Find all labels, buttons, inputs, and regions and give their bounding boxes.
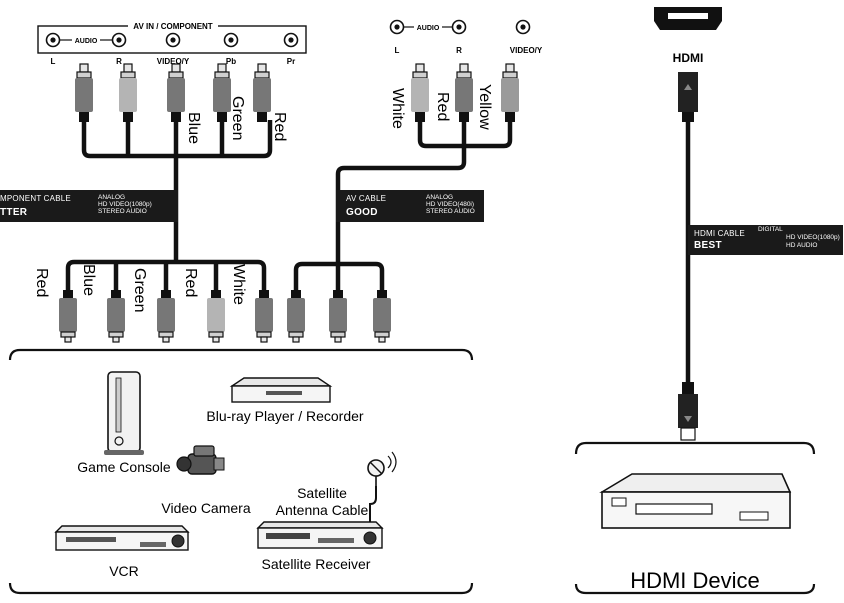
- label-blue-top: Blue: [185, 112, 202, 144]
- plug-av-2-bottom: [328, 289, 348, 343]
- component-cable-name: MPONENT CABLE: [0, 194, 71, 203]
- satellite-cable-label-1: Satellite: [297, 485, 347, 501]
- component-spec-2: HD VIDEO(1080p): [98, 201, 152, 208]
- plug-av-1-bottom: [286, 289, 306, 343]
- satellite-dish-icon: [367, 451, 397, 526]
- hdmi-cable-name: HDMI CABLE: [694, 229, 745, 238]
- label-green-top: Green: [229, 96, 246, 140]
- hdmi-cable-rating: BEST: [694, 240, 722, 251]
- av-jack-label-r: R: [456, 46, 462, 55]
- plug-white-top: [410, 63, 430, 123]
- jack-label-video-y: VIDEO/Y: [157, 57, 190, 66]
- label-yellow-top: Yellow: [476, 84, 493, 130]
- label-red-top: Red: [271, 112, 288, 141]
- component-spec-3: STEREO AUDIO: [98, 208, 147, 215]
- av-input-panel: AUDIO L R VIDEO/Y: [389, 19, 543, 55]
- av-component-input-panel: AV IN / COMPONENT AUDIO L R VIDEO/Y Pb P…: [37, 20, 307, 66]
- plug-audio-r-top: [118, 63, 138, 123]
- plug-blue-bottom: [106, 289, 126, 343]
- label-green-bottom: Green: [131, 268, 148, 312]
- component-cable-band: MPONENT CABLE TTER ANALOG HD VIDEO(1080p…: [0, 190, 178, 222]
- bluray-player-icon: [229, 377, 333, 403]
- satellite-cable-label-2: Antenna Cable: [276, 502, 369, 518]
- plug-yellow-top: [500, 63, 520, 123]
- satellite-receiver-label: Satellite Receiver: [262, 556, 371, 572]
- plug-green-bottom: [156, 289, 176, 343]
- av-jack-video: [515, 19, 531, 35]
- satellite-receiver-icon: [256, 521, 384, 549]
- jack-video-y: [165, 32, 181, 48]
- plug-red-top: [252, 63, 272, 123]
- jack-label-l: L: [51, 57, 56, 66]
- component-spec-1: ANALOG: [98, 194, 126, 201]
- label-white-top: White: [389, 88, 406, 129]
- jack-pb: [223, 32, 239, 48]
- av-jack-label-video: VIDEO/Y: [510, 46, 543, 55]
- panel-title: AV IN / COMPONENT: [133, 22, 213, 31]
- jack-audio-r: [111, 32, 127, 48]
- label-white-bottom: White: [230, 264, 247, 305]
- av-spec-3: STEREO AUDIO: [426, 208, 475, 215]
- av-jack-r: [451, 19, 467, 35]
- plug-white-bottom: [254, 289, 274, 343]
- hdmi-device-label: HDMI Device: [630, 568, 760, 593]
- plug-red-audio-bottom: [206, 289, 226, 343]
- av-jack-l: [389, 19, 405, 35]
- video-camera-icon: [176, 445, 225, 475]
- av-spec-2: HD VIDEO(480i): [426, 201, 475, 208]
- av-plug-group-top: [410, 63, 520, 123]
- jack-pr: [283, 32, 299, 48]
- jack-label-r: R: [116, 57, 122, 66]
- game-console-icon: [104, 371, 144, 455]
- av-cable-rating: GOOD: [346, 207, 378, 218]
- label-red-bottom: Red: [33, 268, 50, 297]
- device-side-wires: [65, 259, 385, 290]
- audio-label: AUDIO: [75, 38, 98, 45]
- hdmi-port: HDMI: [654, 7, 722, 65]
- hdmi-spec-1: DIGITAL: [758, 226, 783, 233]
- device-bracket-right: [574, 441, 816, 595]
- game-console-label: Game Console: [77, 459, 171, 475]
- label-red2-bottom: Red: [182, 268, 199, 297]
- device-bracket-left: [8, 348, 474, 595]
- hdmi-spec-2: HD VIDEO(1080p): [786, 234, 840, 241]
- jack-label-pb: Pb: [226, 57, 236, 66]
- hdmi-port-label: HDMI: [673, 51, 704, 65]
- plug-red-av-top: [454, 63, 474, 123]
- jack-audio-l: [45, 32, 61, 48]
- av-cable-band: AV CABLE GOOD ANALOG HD VIDEO(480i) STER…: [336, 190, 484, 222]
- hdmi-device-icon: [599, 473, 792, 529]
- hdmi-cable-band: HDMI CABLE BEST DIGITAL HD VIDEO(1080p) …: [688, 225, 843, 255]
- plug-red-bottom: [58, 289, 78, 343]
- plug-av-3-bottom: [372, 289, 392, 343]
- hdmi-cable: [678, 72, 698, 441]
- jack-label-pr: Pr: [287, 57, 295, 66]
- hdmi-spec-3: HD AUDIO: [786, 242, 818, 249]
- vcr-label: VCR: [109, 563, 139, 579]
- plug-audio-l-top: [74, 63, 94, 123]
- label-red-av-top: Red: [434, 92, 451, 121]
- label-blue-bottom: Blue: [80, 264, 97, 296]
- component-cable-rating: TTER: [0, 207, 28, 218]
- vcr-icon: [54, 525, 190, 551]
- plug-blue-top: [166, 63, 186, 123]
- av-spec-1: ANALOG: [426, 194, 454, 201]
- av-audio-label: AUDIO: [417, 25, 440, 32]
- av-plug-group-bottom: [286, 289, 392, 343]
- av-cable-name: AV CABLE: [346, 194, 387, 203]
- video-camera-label: Video Camera: [161, 500, 250, 516]
- bluray-label: Blu-ray Player / Recorder: [206, 408, 364, 424]
- av-jack-label-l: L: [395, 46, 400, 55]
- plug-green-top: [212, 63, 232, 123]
